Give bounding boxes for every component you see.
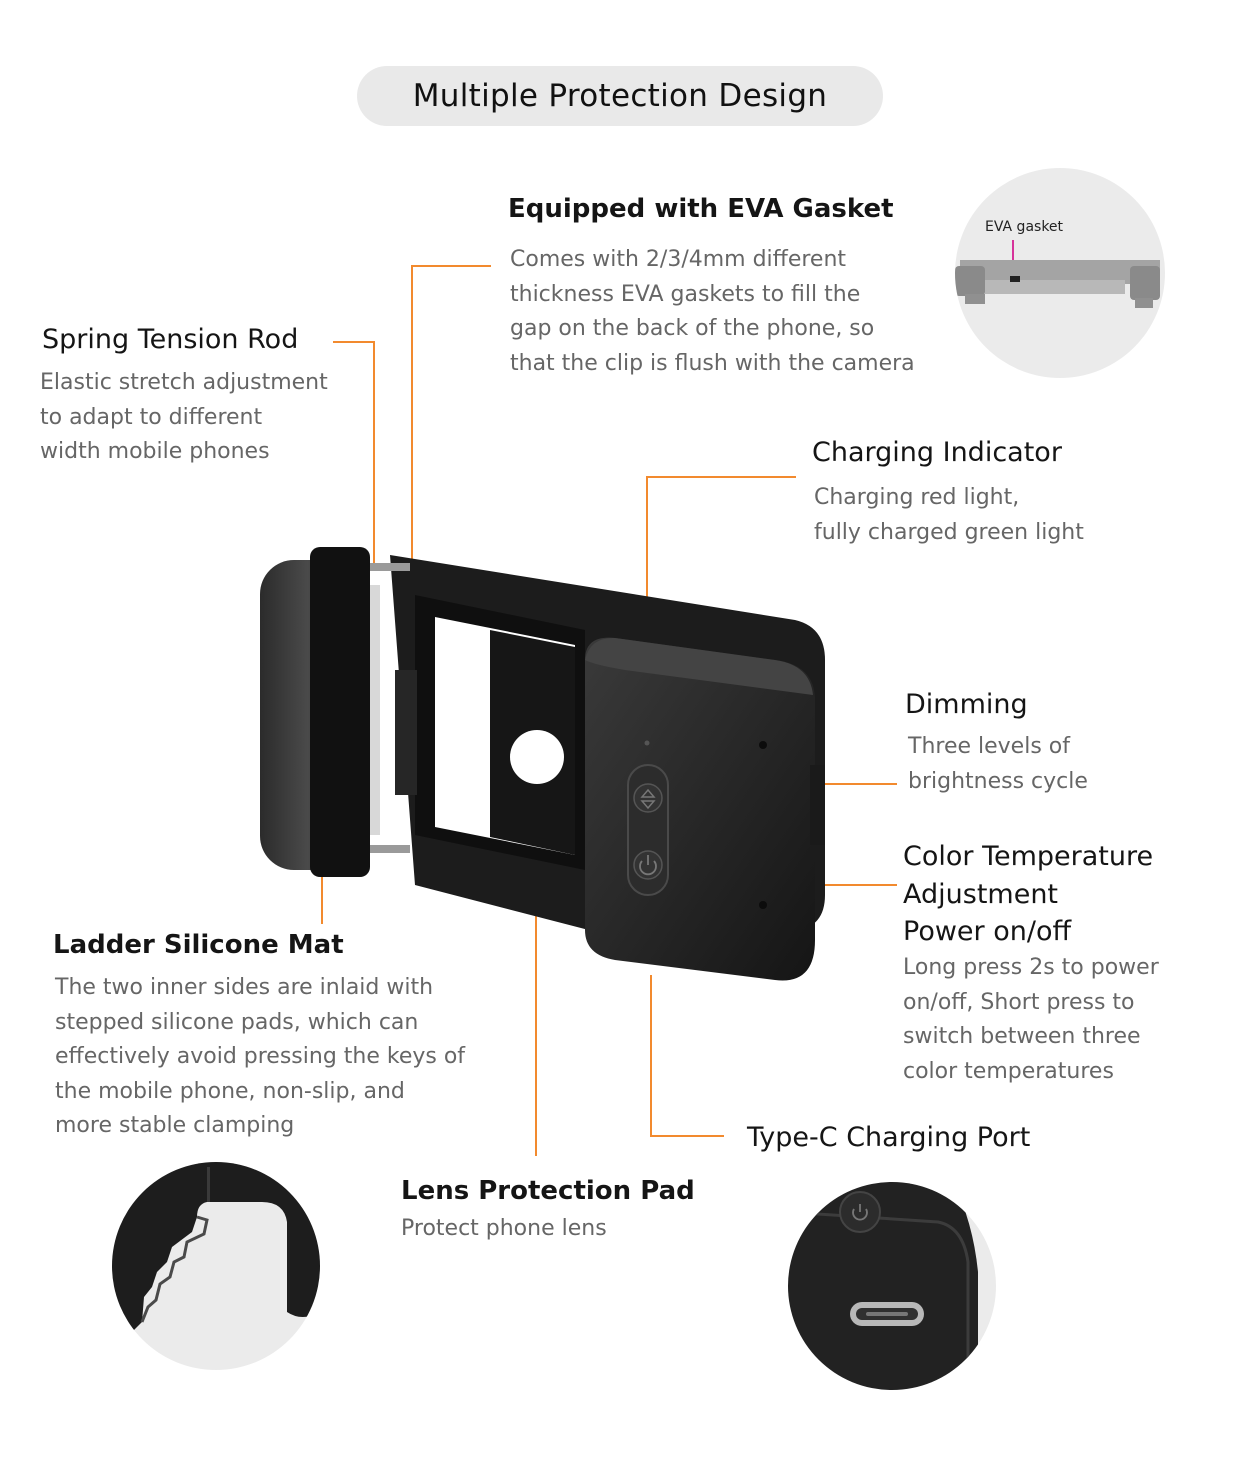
description-line: on/off, Short press to [903,989,1135,1015]
ladder-silicone-mat-title: Ladder Silicone Mat [53,930,344,960]
ladder-mat-inset [112,1162,320,1370]
ladder-silicone-mat-description: The two inner sides are inlaid with step… [55,971,465,1144]
brightness-icon [633,783,663,813]
usb-c-port-icon [850,1302,924,1326]
lens-protection-pad-title: Lens Protection Pad [401,1176,695,1206]
leader-line [411,265,491,267]
type-c-port-title: Type-C Charging Port [747,1122,1031,1153]
leader-line [650,1135,724,1137]
description-line: Three levels of [908,734,1070,759]
description-line: color temperatures [903,1058,1114,1084]
description-line: The two inner sides are inlaid with [55,975,434,1000]
lens-protection-pad-description: Protect phone lens [401,1212,607,1247]
leader-line [321,846,323,924]
description-line: Protect phone lens [401,1216,607,1241]
description-line: Elastic stretch adjustment [40,370,328,395]
eva-gasket-title: Equipped with EVA Gasket [508,194,894,224]
type-c-port-inset [788,1182,996,1390]
charging-indicator-title: Charging Indicator [812,437,1062,468]
description-line: Charging red light, [814,485,1020,510]
charging-indicator-description: Charging red light, fully charged green … [814,481,1084,550]
spring-tension-rod-title: Spring Tension Rod [42,324,299,355]
description-line: width mobile phones [40,439,270,464]
leader-line [535,836,537,1156]
leader-line [333,341,375,343]
phone-clip-light-image [255,535,830,995]
color-temperature-title: Color Temperature Adjustment Power on/of… [903,838,1153,951]
eva-gasket-inset: EVA gasket [955,168,1165,378]
description-line: Comes with 2/3/4mm different [510,247,847,272]
power-icon [839,1191,881,1233]
power-icon [633,850,663,880]
header-pill: Multiple Protection Design [357,66,883,126]
leader-line [373,341,375,566]
leader-line [646,476,796,478]
description-line: the mobile phone, non-slip, and [55,1078,405,1104]
eva-gasket-description: Comes with 2/3/4mm different thickness E… [510,243,915,381]
description-line: that the clip is flush with the camera [510,350,915,376]
spring-tension-rod-description: Elastic stretch adjustment to adapt to d… [40,366,328,470]
inset-label: EVA gasket [985,219,1064,235]
description-line: fully charged green light [814,519,1084,545]
page-title: Multiple Protection Design [412,78,828,114]
description-line: stepped silicone pads, which can [55,1009,419,1035]
description-line: gap on the back of the phone, so [510,316,875,341]
title-line: Color Temperature [903,841,1154,872]
description-line: more stable clamping [55,1113,295,1138]
description-line: thickness EVA gaskets to fill the [510,281,861,307]
description-line: to adapt to different [40,404,263,430]
description-line: switch between three [903,1024,1141,1049]
leader-line [411,265,413,685]
description-line: Long press 2s to power [903,955,1159,980]
description-line: effectively avoid pressing the keys of [55,1044,466,1069]
leader-line [650,975,652,1137]
title-line: Power on/off [903,916,1072,947]
dimming-title: Dimming [905,689,1028,720]
description-line: brightness cycle [908,768,1088,794]
title-line: Adjustment [903,878,1059,910]
color-temperature-description: Long press 2s to power on/off, Short pre… [903,951,1159,1089]
dimming-description: Three levels of brightness cycle [908,730,1088,799]
